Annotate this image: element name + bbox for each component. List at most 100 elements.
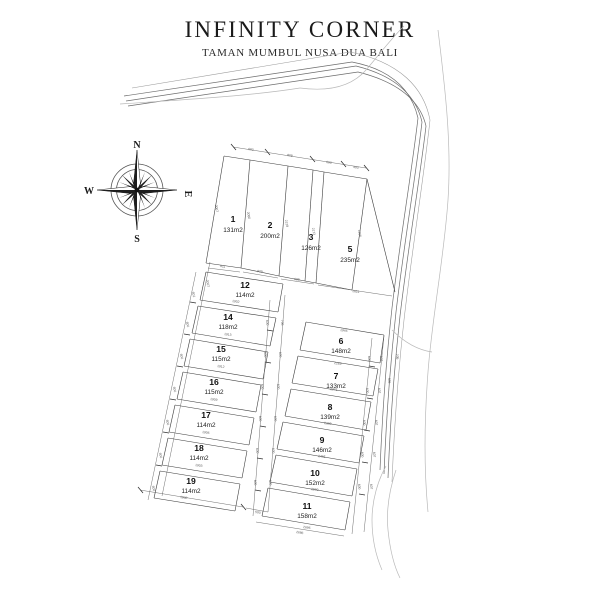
svg-text:600: 600	[158, 452, 163, 458]
lot-number: 3	[309, 232, 314, 242]
svg-text:602: 602	[191, 291, 196, 297]
lot-4[interactable]	[304, 169, 325, 284]
svg-text:1900: 1900	[180, 495, 188, 500]
svg-text:500: 500	[255, 510, 261, 515]
lot-number: 9	[320, 435, 325, 445]
svg-text:600: 600	[360, 452, 365, 458]
compass-rose: N S W E	[84, 140, 193, 245]
lot-9[interactable]: 9 146m2 2485	[276, 421, 365, 464]
svg-text:602: 602	[248, 147, 254, 152]
svg-text:600: 600	[273, 416, 278, 422]
svg-text:600: 600	[165, 419, 170, 425]
svg-text:708: 708	[280, 320, 285, 326]
svg-text:1912: 1912	[217, 364, 225, 369]
svg-text:607: 607	[369, 484, 374, 490]
svg-text:600: 600	[367, 356, 372, 362]
lot-6[interactable]: 6 148m2 1946 2169	[299, 321, 385, 366]
lot-number: 19	[186, 476, 196, 486]
lot-area: 158m2	[297, 513, 317, 520]
lot-number: 7	[334, 371, 339, 381]
svg-text:600: 600	[179, 353, 184, 359]
lot-11[interactable]: 11 158m2 2696	[261, 487, 351, 531]
lot-number: 17	[201, 410, 211, 420]
lot-area: 152m2	[305, 480, 325, 487]
compass-north-label: N	[133, 140, 141, 151]
lot-number: 12	[240, 280, 250, 290]
lot-area: 131m2	[223, 227, 243, 234]
svg-text:607: 607	[372, 452, 377, 458]
svg-text:2590: 2590	[311, 487, 319, 492]
lot-number: 2	[268, 220, 273, 230]
dimension-chain-left: 602 600 600 600 600 600 600 2007	[147, 261, 210, 501]
svg-text:809: 809	[287, 153, 293, 158]
svg-text:236: 236	[395, 354, 400, 360]
lot-number: 11	[302, 501, 311, 511]
dimension-row-widths-upper: 611 929 600 1851	[207, 264, 393, 297]
lot-19[interactable]: 19 114m2	[153, 470, 241, 512]
lot-8[interactable]: 8 139m2 2380	[284, 388, 372, 431]
lot-number: 1	[231, 214, 236, 224]
lot-5[interactable]: 5 235m2	[315, 171, 396, 293]
svg-text:1851: 1851	[352, 289, 360, 294]
svg-text:1946: 1946	[340, 328, 348, 333]
lot-3[interactable]: 3 126m2	[278, 165, 321, 282]
lot-number: 6	[339, 336, 344, 346]
svg-text:600: 600	[362, 420, 367, 426]
lot-15[interactable]: 15 115m2 1912	[183, 338, 269, 380]
svg-text:600: 600	[276, 384, 281, 390]
lot-number: 8	[328, 402, 333, 412]
svg-text:600: 600	[255, 448, 260, 454]
svg-text:2380: 2380	[324, 421, 332, 426]
svg-text:600: 600	[258, 416, 263, 422]
svg-text:600: 600	[151, 485, 156, 491]
svg-text:2696: 2696	[303, 525, 311, 530]
svg-text:1902: 1902	[232, 299, 240, 304]
svg-text:2139: 2139	[284, 219, 289, 227]
lot-area: 115m2	[211, 356, 231, 363]
lot-16[interactable]: 16 115m2 1909	[176, 371, 262, 413]
lot-number: 10	[310, 468, 320, 478]
lot-14[interactable]: 14 118m2 1913	[191, 305, 277, 347]
svg-text:600: 600	[278, 352, 283, 358]
svg-text:1956: 1956	[357, 229, 362, 237]
lot-10[interactable]: 10 152m2 2590	[269, 454, 358, 497]
lot-area: 118m2	[218, 324, 238, 331]
svg-text:929: 929	[257, 269, 263, 274]
compass-south-label: S	[134, 234, 140, 245]
lot-12[interactable]: 12 114m2 1902	[199, 271, 284, 313]
svg-text:607: 607	[374, 420, 379, 426]
lot-area: 126m2	[301, 245, 321, 252]
svg-text:2080: 2080	[246, 211, 251, 219]
svg-text:600: 600	[268, 480, 273, 486]
contour-lines	[119, 25, 450, 579]
lot-column-right: 6 148m2 1946 2169 7 133m2 2275 8 139	[261, 321, 385, 531]
svg-text:600: 600	[172, 386, 177, 392]
svg-text:2007: 2007	[205, 279, 210, 287]
dimension-chain-top: 602 809 600 400	[230, 143, 370, 172]
lot-area: 114m2	[189, 455, 209, 462]
svg-text:600: 600	[185, 321, 190, 327]
lot-1[interactable]: 1 131m2	[205, 155, 251, 269]
lot-number: 14	[223, 312, 233, 322]
road-right-curve	[379, 117, 431, 483]
lot-2[interactable]: 2 200m2	[240, 159, 289, 277]
lot-18[interactable]: 18 114m2 1903	[161, 437, 248, 479]
road-top-left	[123, 51, 359, 107]
svg-text:607: 607	[379, 356, 384, 362]
lot-area: 114m2	[235, 292, 255, 299]
lot-area: 200m2	[260, 233, 280, 240]
dimension-chain-right: 600 600 600 600 600 607 607 607 607 607 …	[351, 335, 400, 535]
lot-7[interactable]: 7 133m2 2275	[291, 355, 379, 397]
lot-number: 16	[209, 377, 219, 387]
compass-west-label: W	[84, 186, 94, 197]
lot-area: 146m2	[312, 447, 332, 454]
lot-17[interactable]: 17 114m2 1906	[168, 404, 255, 446]
svg-text:611: 611	[220, 264, 226, 269]
svg-text:2275: 2275	[330, 387, 338, 392]
dimension-chain-middle: 600 600 600 600 600 600 708 600 600 600 …	[252, 294, 286, 517]
svg-text:556: 556	[387, 378, 392, 384]
svg-text:600: 600	[260, 384, 265, 390]
svg-text:1913: 1913	[224, 332, 232, 337]
